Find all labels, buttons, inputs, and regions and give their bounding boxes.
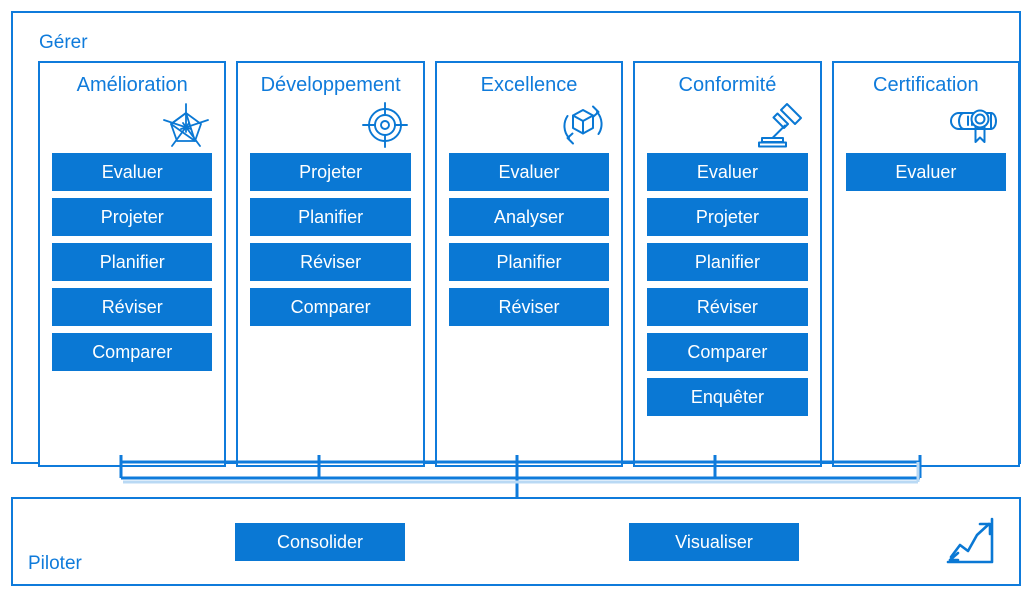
column-title: Amélioration — [76, 74, 188, 96]
action-list: Projeter Planifier Réviser Comparer — [238, 153, 422, 326]
column-title: Certification — [873, 74, 979, 96]
action-button[interactable]: Evaluer — [448, 153, 610, 191]
radar-chart-icon — [40, 99, 224, 151]
column-title: Conformité — [678, 74, 777, 96]
action-button[interactable]: Réviser — [647, 288, 808, 326]
pilot-action-button-consolider[interactable]: Consolider — [235, 523, 405, 561]
column-developpement[interactable]: Développement Projeter Planifier — [236, 61, 425, 467]
action-button[interactable]: Réviser — [52, 288, 213, 326]
certificate-scroll-icon — [834, 99, 1018, 151]
action-button[interactable]: Comparer — [52, 333, 213, 371]
column-amelioration[interactable]: Amélioration Evaluer Projeter — [38, 61, 227, 467]
action-button[interactable]: Projeter — [250, 153, 411, 191]
action-button[interactable]: Réviser — [250, 243, 411, 281]
column-certification[interactable]: Certification Evaluer — [831, 61, 1021, 467]
pilot-panel: Piloter Consolider Visualiser — [11, 497, 1021, 586]
action-button[interactable]: Projeter — [647, 198, 808, 236]
action-button[interactable]: Planifier — [250, 198, 411, 236]
action-button[interactable]: Comparer — [250, 288, 411, 326]
trend-chart-icon — [939, 517, 997, 569]
manage-columns: Amélioration Evaluer Projeter — [38, 61, 1021, 467]
cube-lifecycle-icon — [437, 99, 621, 151]
target-crosshair-icon — [238, 99, 422, 151]
column-excellence[interactable]: Excellence Evaluer Analyser Pl — [434, 61, 624, 467]
gavel-icon — [635, 99, 819, 151]
action-list: Evaluer Projeter Planifier Réviser Compa… — [635, 153, 819, 416]
action-button[interactable]: Evaluer — [845, 153, 1007, 191]
manage-panel: Gérer Amélioration Ev — [11, 11, 1021, 467]
action-button[interactable]: Planifier — [647, 243, 808, 281]
action-list: Evaluer Projeter Planifier Réviser Compa… — [40, 153, 224, 371]
action-button[interactable]: Evaluer — [52, 153, 213, 191]
pilot-panel-title: Piloter — [28, 553, 82, 574]
action-button[interactable]: Evaluer — [647, 153, 808, 191]
action-button[interactable]: Projeter — [52, 198, 213, 236]
action-button[interactable]: Enquêter — [647, 378, 808, 416]
column-conformite[interactable]: Conformité Evaluer Projeter Planifier Ré… — [633, 61, 822, 467]
column-title: Développement — [260, 74, 401, 96]
action-list: Evaluer — [834, 153, 1018, 191]
manage-panel-title: Gérer — [39, 32, 88, 53]
action-button[interactable]: Comparer — [647, 333, 808, 371]
column-title: Excellence — [480, 74, 578, 96]
pilot-action-button-visualiser[interactable]: Visualiser — [629, 523, 799, 561]
action-button[interactable]: Planifier — [52, 243, 213, 281]
action-button[interactable]: Planifier — [448, 243, 610, 281]
action-list: Evaluer Analyser Planifier Réviser — [437, 153, 621, 326]
action-button[interactable]: Réviser — [448, 288, 610, 326]
action-button[interactable]: Analyser — [448, 198, 610, 236]
